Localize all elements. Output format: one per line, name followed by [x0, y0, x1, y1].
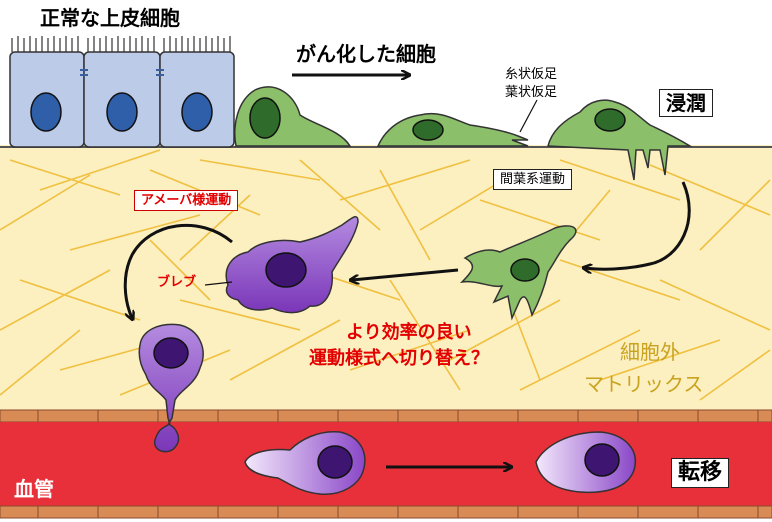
cancer-cell-invading: [547, 99, 693, 181]
arrow-left-icon: [352, 268, 459, 280]
metastasis-label: 転移: [671, 458, 730, 488]
amoeboid-cell: [225, 215, 359, 314]
switch-line1: より効率の良い: [346, 322, 472, 343]
blood-vessel-label: 血管: [14, 477, 54, 501]
switch-line2: 運動様式へ切り替え？: [309, 348, 489, 369]
mesenchymal-label: 間葉系運動: [493, 169, 573, 190]
lamellipodia-label: 葉状仮足: [505, 85, 558, 100]
intravasating-cell: [138, 323, 204, 453]
filopodia-leader: [519, 99, 538, 133]
ecm-line2: マトリックス: [584, 372, 704, 396]
curved-arrow-icon: [585, 181, 691, 269]
invasion-label: 浸潤: [659, 89, 713, 117]
normal-epithelium-label: 正常な上皮細胞: [40, 6, 180, 30]
circulating-cell-1: [244, 431, 366, 495]
filopodia-label: 糸状仮足: [505, 67, 558, 82]
epithelial-cells: [9, 36, 235, 148]
ecm-line1: 細胞外: [620, 340, 680, 364]
matrix-fibers: [0, 149, 771, 401]
bleb-label: ブレブ: [157, 275, 197, 290]
cancer-cell-label: がん化した細胞: [296, 42, 436, 66]
amoeboid-label: アメーバ様運動: [134, 190, 239, 211]
curved-arrow-icon: [123, 223, 233, 318]
circulating-cell-2: [535, 431, 636, 494]
blood-vessel: [0, 409, 772, 519]
bleb-leader: [204, 281, 233, 286]
cancer-cell-migrating: [376, 113, 529, 147]
cancer-cell-rounded: [234, 86, 352, 147]
mesenchymal-cell: [459, 225, 577, 321]
